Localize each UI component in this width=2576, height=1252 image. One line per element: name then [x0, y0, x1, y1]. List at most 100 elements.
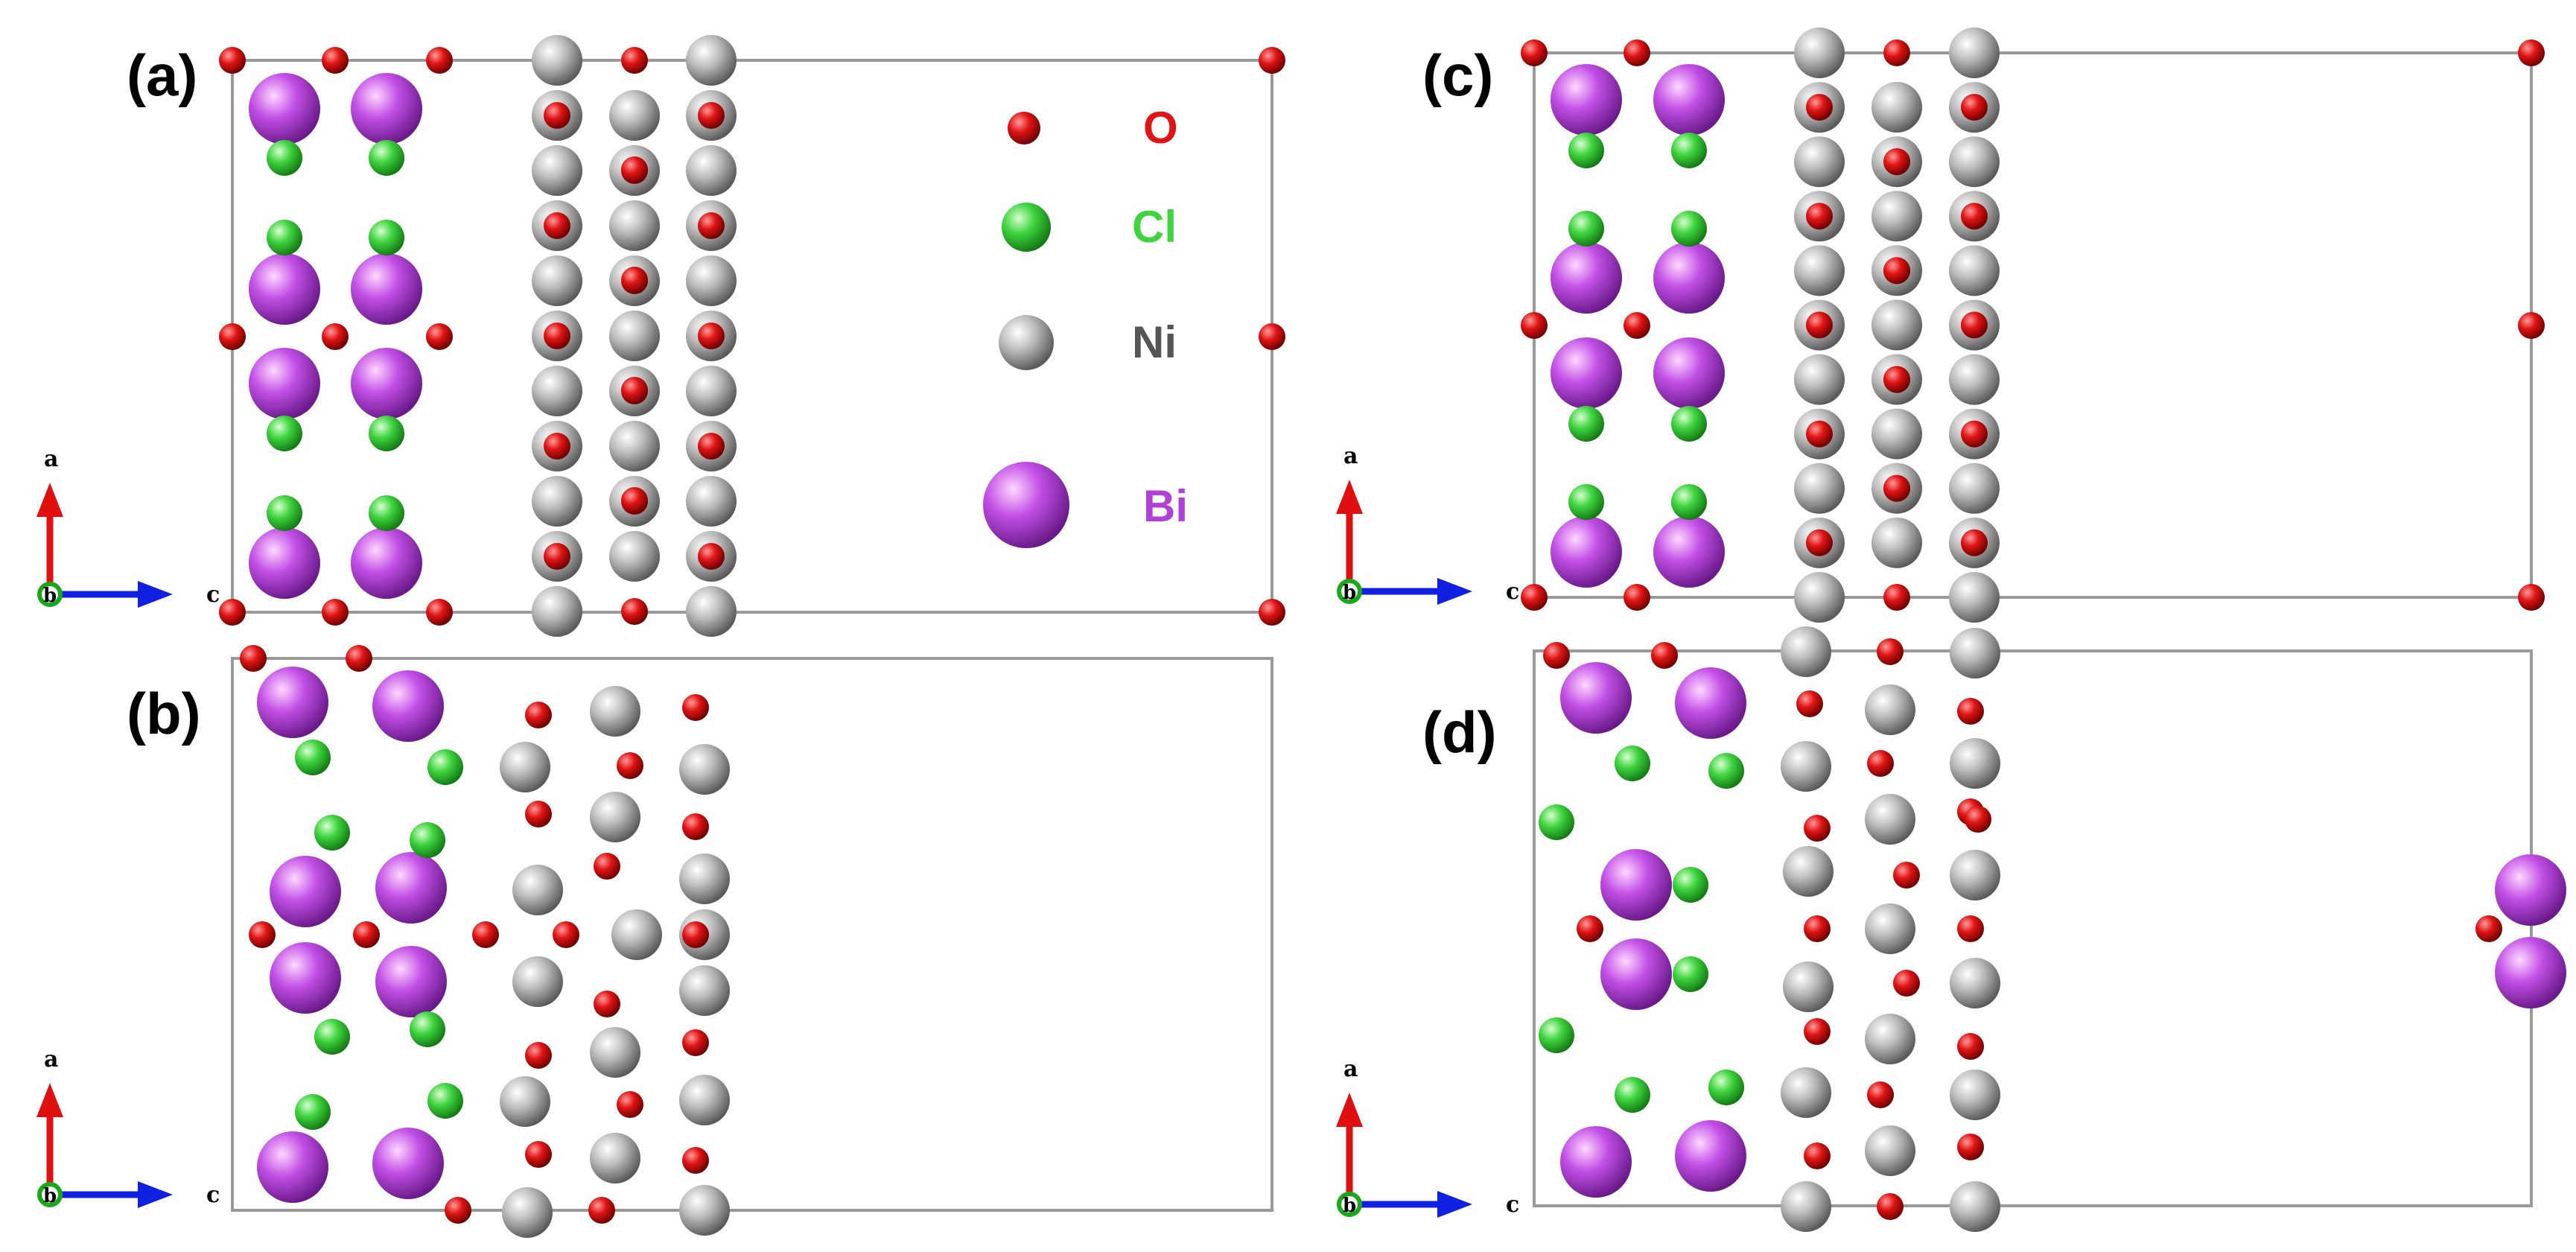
atom-cl-c [1568, 211, 1604, 247]
atom-cl-c [1568, 406, 1604, 442]
atom-ni-d [1950, 1070, 2000, 1120]
atom-ni-d [1781, 626, 1831, 677]
atom-o-c [1623, 312, 1650, 339]
atom-ni-b [500, 742, 550, 792]
legend-swatch-cl [1002, 203, 1051, 252]
panel-label-c: (c) [1422, 42, 1493, 108]
atom-o-d [1957, 1134, 1984, 1160]
atom-cl-a [267, 140, 302, 176]
atom-cl-c [1568, 133, 1604, 168]
atom-o-c [1806, 94, 1833, 121]
atom-o-a [621, 598, 648, 625]
atom-o-a [322, 47, 349, 74]
atom-ni-c [1794, 136, 1845, 188]
atom-o-d [1867, 750, 1894, 777]
b-axis-marker [37, 1182, 63, 1207]
legend-swatch-o [1008, 112, 1040, 144]
atom-ni-c [1949, 245, 2000, 296]
atom-o-d [1796, 690, 1823, 717]
atom-ni-d [1865, 684, 1915, 735]
atom-o-d [1877, 638, 1904, 665]
atom-o-b [682, 813, 709, 840]
atom-cl-c [1671, 133, 1707, 168]
b-axis-marker [37, 582, 63, 607]
legend-label-bi: Bi [1143, 481, 1188, 531]
atom-o-d [1893, 970, 1920, 997]
atom-o-c [1883, 39, 1910, 66]
atom-ni-a [532, 366, 582, 416]
axis-label-c: c [206, 582, 220, 608]
atom-cl-a [369, 140, 404, 176]
atom-bi-a [249, 527, 320, 599]
atom-ni-a [532, 476, 582, 527]
atom-ni-d [1950, 958, 2000, 1008]
b-axis-marker [1337, 1192, 1362, 1217]
atom-o-c [1806, 420, 1833, 448]
atom-o-b [525, 801, 552, 827]
atom-o-a [1259, 47, 1285, 74]
atom-bi-c [1653, 337, 1725, 409]
atom-o-a [219, 599, 246, 626]
unit-cell-d [1533, 649, 2533, 1207]
atom-o-b [346, 645, 372, 672]
atom-o-c [1961, 529, 1988, 556]
atom-ni-c [1949, 463, 2000, 514]
atom-o-a [698, 433, 725, 460]
atom-cl-c [1671, 211, 1707, 247]
atom-ni-d [1950, 738, 2000, 789]
atom-o-b [617, 1091, 643, 1118]
atom-o-b [588, 1197, 615, 1224]
atom-o-a [426, 599, 453, 626]
axis-label-b: b [43, 1185, 57, 1207]
atom-cl-a [267, 495, 302, 531]
atom-ni-b [679, 965, 730, 1016]
atom-o-a [621, 267, 648, 293]
atom-ni-b [611, 909, 662, 960]
atom-o-a [544, 543, 570, 570]
atom-o-a [322, 323, 349, 350]
atom-o-c [1806, 311, 1833, 339]
axis-label-a: a [1343, 1056, 1358, 1082]
atom-o-a [621, 47, 648, 74]
panel-label-a: (a) [127, 42, 197, 108]
atom-o-b [353, 921, 380, 948]
c-axis-arrowhead [138, 1181, 173, 1208]
atom-ni-b [512, 865, 563, 915]
atom-cl-d [1708, 1070, 1744, 1105]
atom-bi-b [270, 856, 341, 927]
atom-bi-c [1551, 516, 1622, 588]
atom-ni-c [1949, 354, 2000, 405]
atom-bi-a [351, 73, 422, 144]
atom-ni-c [1949, 28, 2000, 78]
atom-ni-d [1783, 962, 1834, 1012]
atom-bi-b [372, 670, 444, 742]
atom-cl-a [369, 220, 404, 255]
atom-o-b [249, 921, 276, 948]
atom-o-d [1804, 1018, 1831, 1045]
atom-o-d [1804, 815, 1831, 842]
atom-ni-d [1950, 850, 2000, 900]
panel-label-b: (b) [127, 681, 201, 746]
atom-ni-c [1794, 463, 1845, 514]
atom-cl-b [410, 1011, 445, 1047]
atom-ni-b [500, 1076, 550, 1127]
legend-swatch-ni [999, 315, 1054, 370]
atom-ni-c [1794, 572, 1845, 623]
atom-cl-d [1673, 867, 1708, 903]
atom-bi-b [270, 942, 341, 1014]
atom-o-c [1623, 584, 1650, 611]
atom-bi-a [351, 253, 422, 325]
axis-label-b: b [1343, 1195, 1356, 1217]
atom-ni-b [590, 792, 640, 842]
atom-o-d [1804, 1143, 1831, 1169]
atom-o-a [698, 212, 725, 239]
atom-o-b [682, 1029, 709, 1056]
atom-o-a [544, 322, 570, 349]
atom-ni-d [1950, 1181, 2000, 1232]
legend-label-o: O [1143, 103, 1178, 153]
atom-bi-b [372, 1128, 444, 1199]
